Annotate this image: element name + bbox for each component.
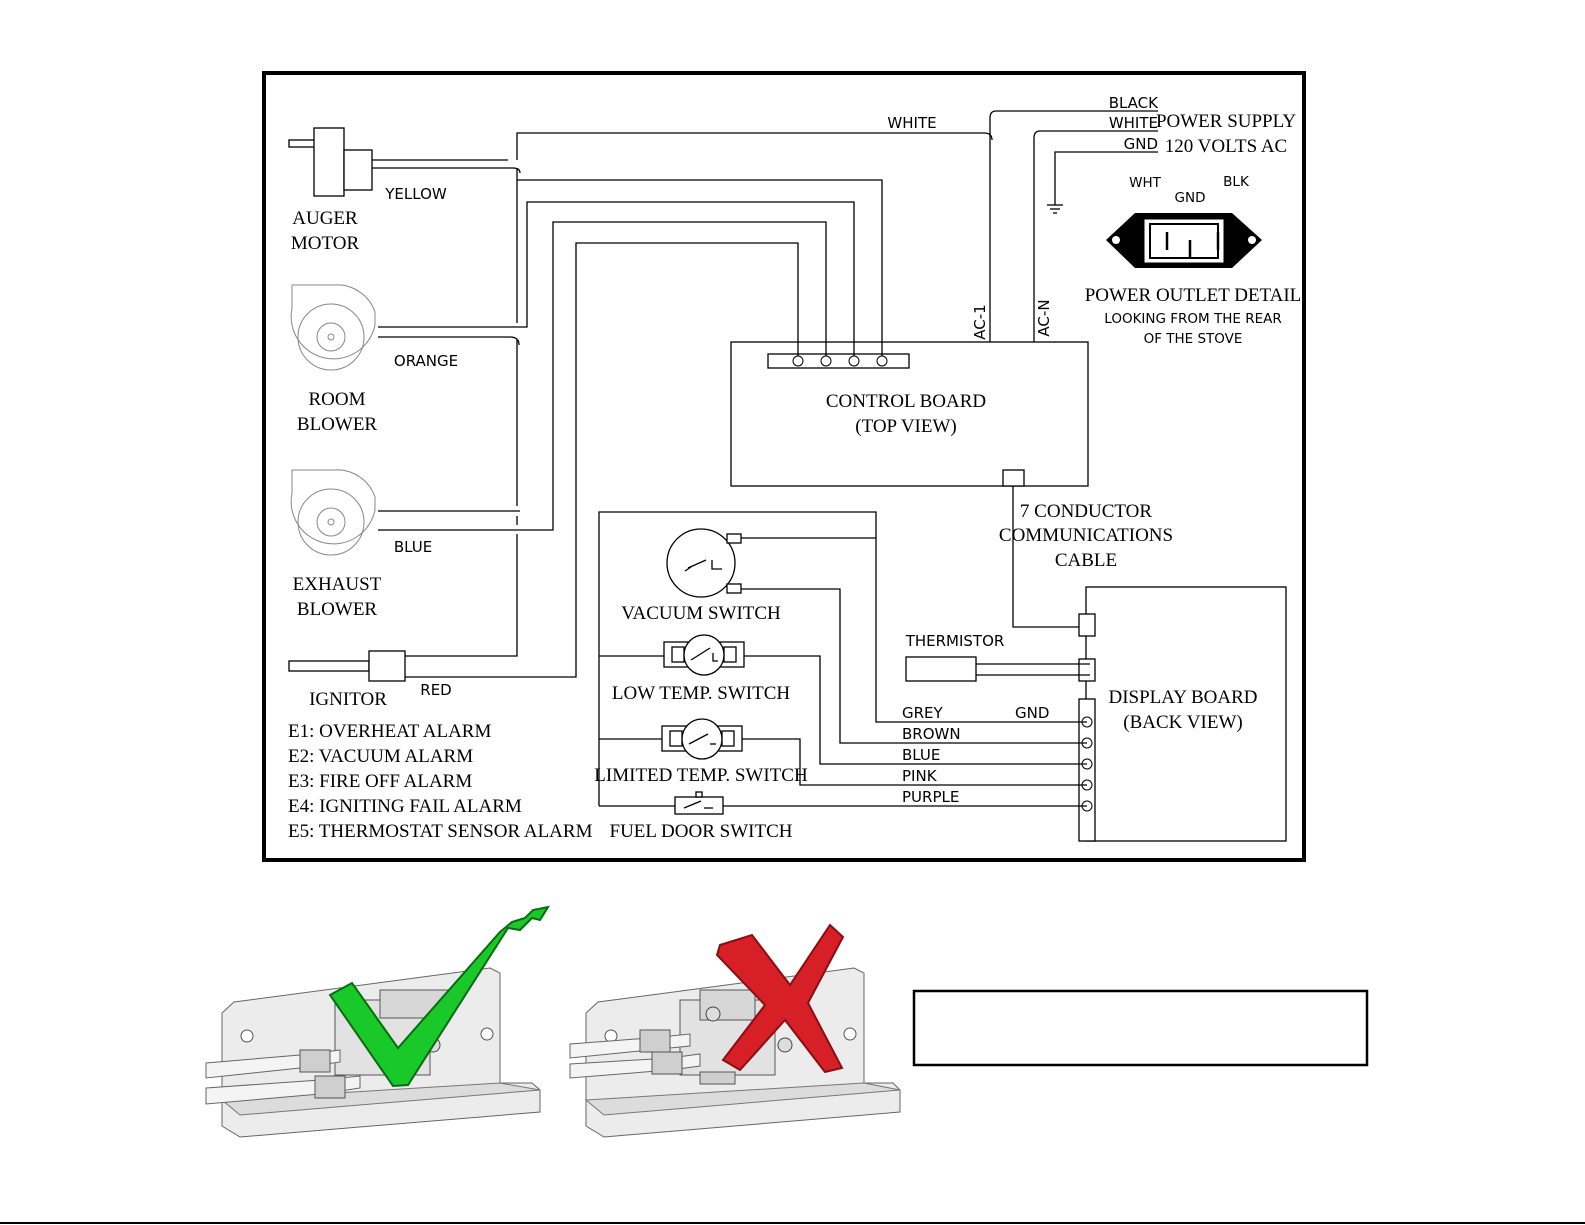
thermistor-icon — [905, 656, 977, 682]
comm-cable-label-1: 7 CONDUCTOR — [1020, 501, 1152, 522]
comm-cable-label-3: CABLE — [1055, 550, 1117, 571]
label-acn: AC-N — [1035, 299, 1053, 336]
room-blower-label-1: ROOM — [308, 389, 365, 410]
low-temp-switch: LOW TEMP. SWITCH — [599, 634, 1087, 765]
room-blower-label-2: BLOWER — [297, 414, 378, 435]
exhaust-blower: EXHAUST BLOWER — [290, 469, 382, 620]
ignitor-label: IGNITOR — [309, 689, 387, 710]
control-board-title: CONTROL BOARD — [826, 391, 986, 412]
auger-motor-label-2: MOTOR — [291, 233, 360, 254]
label-pink-wire: PINK — [902, 767, 938, 785]
control-board-subtitle: (TOP VIEW) — [855, 416, 957, 437]
ground-symbol-icon — [1047, 204, 1063, 214]
control-board: CONTROL BOARD (TOP VIEW) — [730, 341, 1089, 487]
power-outlet-detail: WHT GND BLK POWER OUTLET DETAIL LOOKING … — [1085, 174, 1302, 347]
display-board-title: DISPLAY BOARD — [1108, 687, 1257, 708]
exhaust-blower-label-2: BLOWER — [297, 599, 378, 620]
label-ac1: AC-1 — [971, 304, 989, 339]
display-thermistor-connector — [1078, 658, 1096, 682]
exhaust-blower-icon — [290, 469, 376, 556]
label-white-supply: WHITE — [1109, 114, 1158, 132]
low-temp-switch-icon — [663, 634, 745, 676]
auger-motor: AUGER MOTOR — [288, 127, 373, 254]
thermistor: THERMISTOR — [905, 632, 1090, 682]
display-board-subtitle: (BACK VIEW) — [1123, 712, 1242, 733]
note-box — [912, 989, 1369, 1067]
auger-motor-label-1: AUGER — [292, 208, 358, 229]
cross-mark-icon — [715, 923, 845, 1074]
label-gnd-supply: GND — [1124, 135, 1158, 153]
label-gnd-wire: GND — [1015, 704, 1049, 722]
ignitor-icon — [288, 650, 406, 682]
vacuum-switch-icon — [666, 528, 742, 598]
alarm-e4: E4: IGNITING FAIL ALARM — [288, 796, 522, 817]
display-board: DISPLAY BOARD (BACK VIEW) — [1078, 586, 1287, 842]
power-supply-voltage: 120 VOLTS AC — [1165, 136, 1287, 157]
fuel-door-switch-label: FUEL DOOR SWITCH — [610, 821, 793, 842]
outlet-label-gnd: GND — [1175, 190, 1206, 206]
auger-motor-icon — [288, 127, 373, 197]
alarm-e1: E1: OVERHEAT ALARM — [288, 721, 491, 742]
outlet-label-wht: WHT — [1129, 175, 1161, 191]
alarm-e2: E2: VACUUM ALARM — [288, 746, 473, 767]
low-temp-switch-label: LOW TEMP. SWITCH — [612, 683, 790, 704]
display-switch-terminals — [1078, 698, 1096, 842]
label-red-wire: RED — [420, 681, 451, 699]
power-supply: BLACK WHITE GND POWER SUPPLY 120 VOLTS A… — [971, 94, 1296, 369]
control-board-terminal-block — [767, 353, 910, 369]
outlet-title: POWER OUTLET DETAIL — [1085, 285, 1302, 306]
limited-temp-switch: LIMITED TEMP. SWITCH — [594, 718, 1087, 786]
ignitor: IGNITOR — [288, 650, 406, 710]
outlet-label-blk: BLK — [1223, 174, 1250, 190]
label-white-wire: WHITE — [887, 114, 936, 132]
alarm-code-list: E1: OVERHEAT ALARM E2: VACUUM ALARM E3: … — [288, 721, 593, 842]
thermistor-label: THERMISTOR — [905, 632, 1005, 650]
comm-cable-label-2: COMMUNICATIONS — [999, 525, 1173, 546]
label-blue-wire: BLUE — [394, 538, 432, 556]
label-grey-wire: GREY — [902, 704, 944, 722]
vacuum-switch-label: VACUUM SWITCH — [621, 603, 781, 624]
label-yellow-wire: YELLOW — [384, 185, 447, 203]
label-brown-wire: BROWN — [902, 725, 961, 743]
alarm-e5: E5: THERMOSTAT SENSOR ALARM — [288, 821, 593, 842]
vacuum-switch: VACUUM SWITCH — [621, 528, 1087, 744]
correct-installation-illustration — [205, 905, 551, 1138]
check-mark-icon — [328, 905, 551, 1088]
limited-temp-switch-label: LIMITED TEMP. SWITCH — [594, 765, 808, 786]
incorrect-installation-illustration — [569, 923, 901, 1138]
alarm-e3: E3: FIRE OFF ALARM — [288, 771, 472, 792]
display-comm-connector — [1078, 613, 1096, 637]
outlet-subtitle-1: LOOKING FROM THE REAR — [1104, 311, 1281, 327]
label-purple-wire: PURPLE — [902, 788, 959, 806]
label-black: BLACK — [1109, 94, 1159, 112]
fuel-door-switch: FUEL DOOR SWITCH — [599, 791, 1087, 842]
room-blower: ROOM BLOWER — [290, 284, 378, 435]
power-outlet-icon — [1106, 213, 1262, 268]
exhaust-blower-label-1: EXHAUST — [293, 574, 382, 595]
comm-cable-connector — [1002, 469, 1025, 487]
label-orange-wire: ORANGE — [394, 352, 458, 370]
label-blue-wire-2: BLUE — [902, 746, 940, 764]
power-supply-title: POWER SUPPLY — [1156, 111, 1296, 132]
outlet-subtitle-2: OF THE STOVE — [1144, 331, 1243, 347]
room-blower-icon — [290, 284, 376, 371]
